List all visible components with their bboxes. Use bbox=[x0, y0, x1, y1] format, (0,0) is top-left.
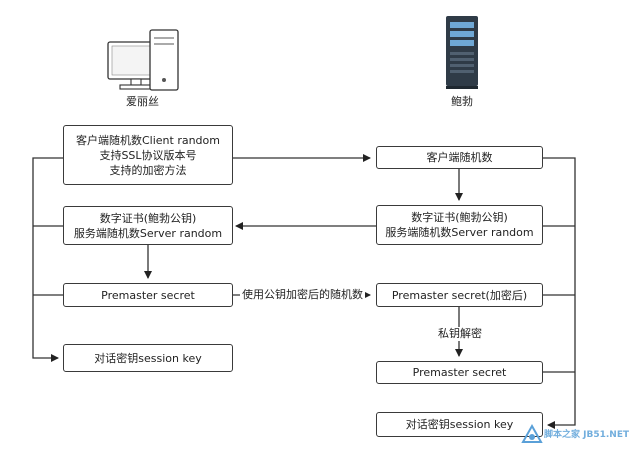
server-premaster-encrypted-label: Premaster secret(加密后) bbox=[391, 288, 528, 302]
client-received-cert-box: 数字证书(鲍勃公钥) 服务端随机数Server random bbox=[63, 206, 233, 245]
server-session-key-box: 对话密钥session key bbox=[376, 412, 543, 437]
server-client-random-label: 客户端随机数 bbox=[426, 151, 493, 164]
server-cert-line-2: 服务端随机数Server random bbox=[385, 226, 534, 239]
encrypt-transfer-label: 使用公钥加密后的随机数 bbox=[240, 288, 365, 302]
tls-handshake-diagram: 爱丽丝 鲍勃 客户端随机数Client random 支持SSL协议版本号 支持… bbox=[32, 16, 629, 448]
server-premaster-label: Premaster secret bbox=[412, 366, 507, 379]
client-session-key-label: 对话密钥session key bbox=[94, 351, 202, 365]
client-premaster-box: Premaster secret bbox=[63, 283, 233, 307]
client-hello-box: 客户端随机数Client random 支持SSL协议版本号 支持的加密方法 bbox=[63, 125, 233, 185]
client-hello-line-3: 支持的加密方法 bbox=[109, 163, 187, 177]
right-bus-line bbox=[543, 157, 576, 429]
left-bus-line bbox=[32, 157, 63, 362]
server-actor-name: 鲍勃 bbox=[451, 95, 473, 109]
server-premaster-encrypted-box: Premaster secret(加密后) bbox=[376, 283, 543, 307]
server-rack-icon bbox=[446, 16, 478, 89]
client-cert-line-1: 数字证书(鲍勃公钥) bbox=[99, 211, 197, 225]
client-cert-line-2: 服务端随机数Server random bbox=[73, 226, 223, 240]
watermark-text: 脚本之家 JB51.NET bbox=[544, 430, 629, 440]
server-client-random-box: 客户端随机数 bbox=[376, 146, 543, 169]
decrypt-label: 私钥解密 bbox=[436, 327, 484, 341]
server-cert-line-1: 数字证书(鲍勃公钥) bbox=[411, 211, 508, 224]
client-hello-line-1: 客户端随机数Client random bbox=[75, 133, 220, 147]
desktop-computer-icon bbox=[107, 29, 179, 91]
watermark-icon bbox=[521, 423, 543, 443]
client-hello-line-2: 支持SSL协议版本号 bbox=[99, 148, 197, 162]
server-session-key-label: 对话密钥session key bbox=[405, 418, 514, 431]
watermark-logo: 脚本之家 JB51.NET bbox=[520, 422, 629, 448]
server-cert-box: 数字证书(鲍勃公钥) 服务端随机数Server random bbox=[376, 205, 543, 245]
client-session-key-box: 对话密钥session key bbox=[63, 344, 233, 372]
client-actor-name: 爱丽丝 bbox=[126, 95, 159, 109]
client-premaster-label: Premaster secret bbox=[101, 288, 195, 302]
server-premaster-box: Premaster secret bbox=[376, 361, 543, 384]
